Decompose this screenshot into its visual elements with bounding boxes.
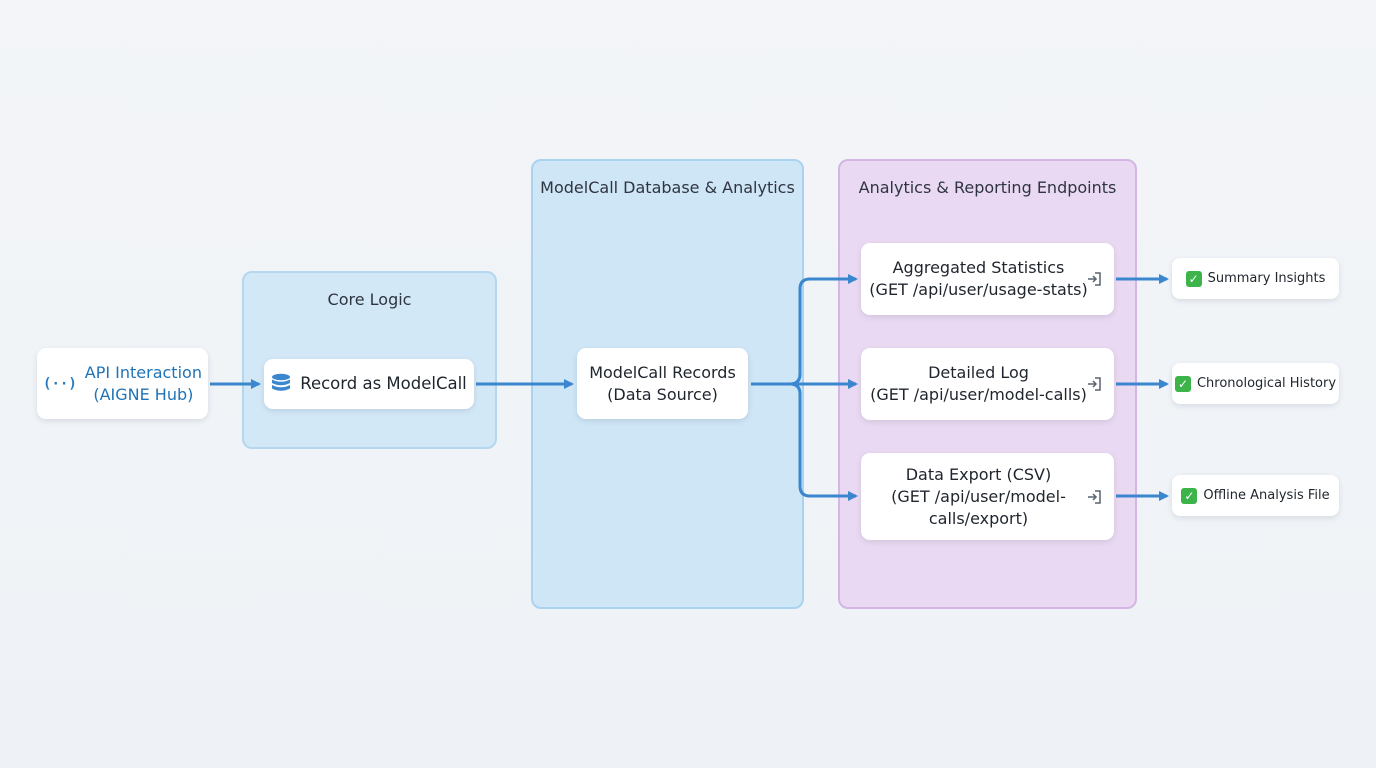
sign-in-icon	[1088, 489, 1101, 504]
check-icon: ✓	[1174, 375, 1191, 392]
output-label: Offline Analysis File	[1203, 488, 1330, 503]
output-label: Chronological History	[1196, 376, 1337, 391]
endpoint-detailed-log: Detailed Log (GET /api/user/model-calls)	[861, 348, 1114, 420]
modelcall-records-node: ModelCall Records (Data Source)	[577, 348, 748, 419]
record-modelcall-label: Record as ModelCall	[300, 374, 467, 393]
endpoint-data-export: Data Export (CSV) (GET /api/user/model- …	[861, 453, 1114, 540]
database-icon	[271, 373, 291, 395]
endpoint-route: (GET /api/user/model-	[891, 486, 1066, 506]
check-icon: ✓	[1185, 270, 1202, 287]
sign-in-icon	[1088, 272, 1101, 286]
api-brackets-icon: (··)	[43, 375, 77, 392]
endpoint-route: (GET /api/user/usage-stats)	[869, 280, 1088, 299]
modelcall-records-label: ModelCall Records	[589, 362, 736, 382]
endpoint-name: Data Export (CSV)	[905, 464, 1052, 484]
endpoint-route: (GET /api/user/model-calls)	[870, 385, 1087, 404]
database-group-title: ModelCall Database & Analytics	[540, 178, 795, 197]
analytics-group-title: Analytics & Reporting Endpoints	[858, 178, 1117, 197]
core-logic-title: Core Logic	[327, 290, 412, 309]
output-summary-insights: ✓ Summary Insights	[1172, 258, 1339, 299]
record-modelcall-node: Record as ModelCall	[264, 359, 474, 409]
output-label: Summary Insights	[1207, 271, 1326, 286]
endpoint-route-continued: calls/export)	[928, 508, 1029, 528]
output-chronological-history: ✓ Chronological History	[1172, 363, 1339, 404]
api-interaction-label: API Interaction	[84, 362, 202, 382]
endpoint-name: Detailed Log	[928, 363, 1029, 382]
output-offline-analysis-file: ✓ Offline Analysis File	[1172, 475, 1339, 516]
endpoint-name: Aggregated Statistics	[892, 258, 1065, 277]
endpoint-aggregated-statistics: Aggregated Statistics (GET /api/user/usa…	[861, 243, 1114, 315]
sign-in-icon	[1088, 377, 1101, 391]
api-interaction-sublabel: (AIGNE Hub)	[93, 384, 194, 404]
check-icon: ✓	[1181, 487, 1198, 504]
modelcall-records-sublabel: (Data Source)	[607, 384, 718, 404]
api-interaction-node: (··) API Interaction (AIGNE Hub)	[37, 348, 208, 419]
